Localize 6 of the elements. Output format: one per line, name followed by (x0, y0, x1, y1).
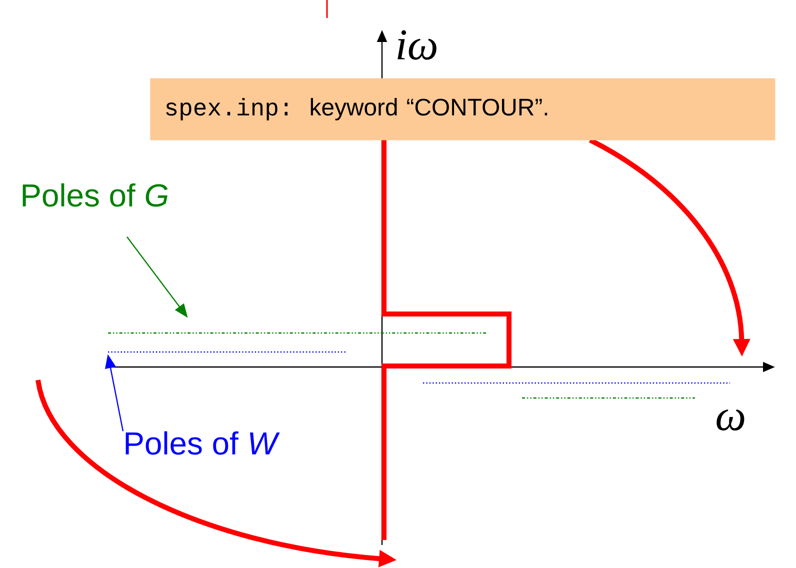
pole-line (108, 332, 487, 334)
axis-label: ω (716, 410, 744, 430)
pole-line (108, 351, 347, 353)
note-box: spex.inp: keyword “CONTOUR”. (150, 78, 776, 140)
callout-text: Poles of G (22, 183, 168, 207)
callout-text: Poles of W (126, 431, 280, 455)
